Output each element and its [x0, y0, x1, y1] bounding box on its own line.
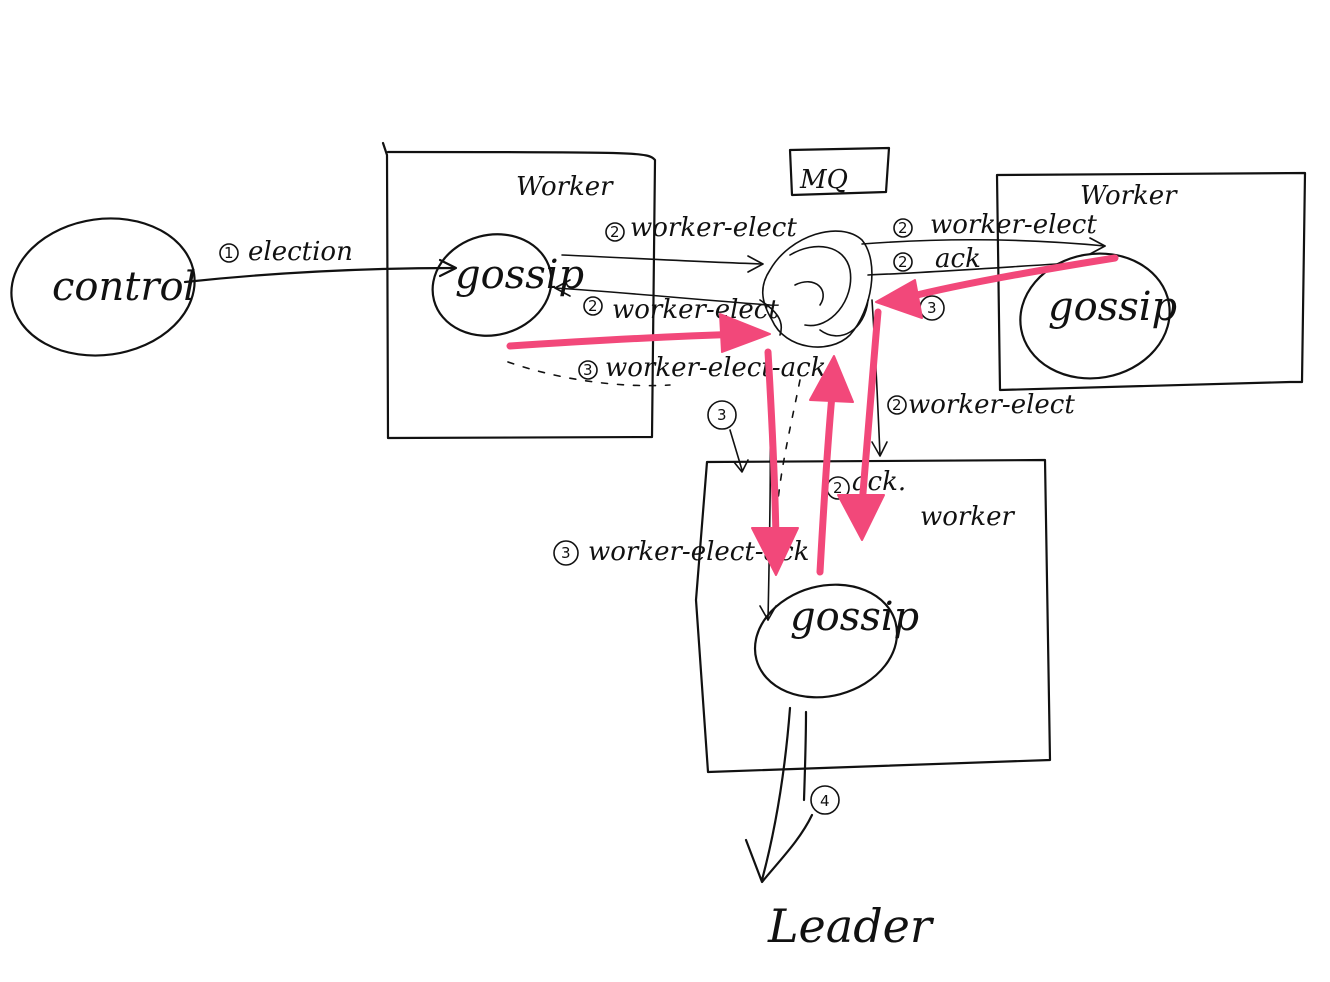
worker-bottom-label: worker: [920, 502, 1015, 532]
step-badge: 3: [583, 361, 593, 379]
step-badge: 3: [717, 406, 727, 424]
edge-mq-right: 2 worker-elect 2 ack 3: [861, 210, 1106, 321]
worker-bottom-node: worker gossip: [694, 458, 1052, 774]
election-label: election: [248, 237, 353, 267]
edge-election: 1 election: [183, 237, 458, 284]
gossip-left-label: gossip: [455, 252, 584, 298]
step-badge: 2: [833, 479, 843, 497]
worker-left-label: Worker: [516, 172, 614, 202]
worker-right-label: Worker: [1080, 181, 1178, 211]
worker-elect-right-label: worker-elect: [930, 210, 1097, 240]
control-label: control: [52, 264, 196, 310]
worker-elect-bottom-label: worker-elect: [908, 390, 1075, 420]
highlight-arrows: [506, 254, 1119, 576]
step-badge: 2: [898, 219, 908, 237]
step-badge: 4: [820, 792, 830, 810]
edge-to-leader: 4: [744, 706, 840, 884]
control-node: control: [10, 217, 196, 357]
step-badge: 3: [927, 299, 937, 317]
step-badge: 2: [898, 253, 908, 271]
worker-right-node: Worker gossip: [995, 171, 1307, 392]
edge-left-mq: 2 worker-elect 2 worker-elect 3 worker-e…: [507, 213, 826, 473]
gossip-right-label: gossip: [1048, 284, 1177, 330]
step-badge: 2: [892, 396, 902, 414]
worker-elect-top-label: worker-elect: [630, 213, 797, 243]
step-badge: 2: [588, 297, 598, 315]
step-badge: 1: [224, 244, 234, 262]
worker-elect-ack-left-label: worker-elect-ack: [605, 353, 826, 383]
step-badge: 3: [561, 544, 571, 562]
ack-right-label: ack: [935, 244, 981, 274]
gossip-bottom-label: gossip: [790, 594, 919, 640]
mq-node: MQ: [759, 146, 891, 348]
leader-node: Leader: [767, 899, 935, 953]
mq-label: MQ: [799, 165, 848, 195]
worker-left-node: Worker gossip: [381, 141, 657, 440]
step-badge: 2: [610, 223, 620, 241]
leader-label: Leader: [767, 899, 935, 953]
worker-elect-return-label: worker-elect: [612, 295, 779, 325]
